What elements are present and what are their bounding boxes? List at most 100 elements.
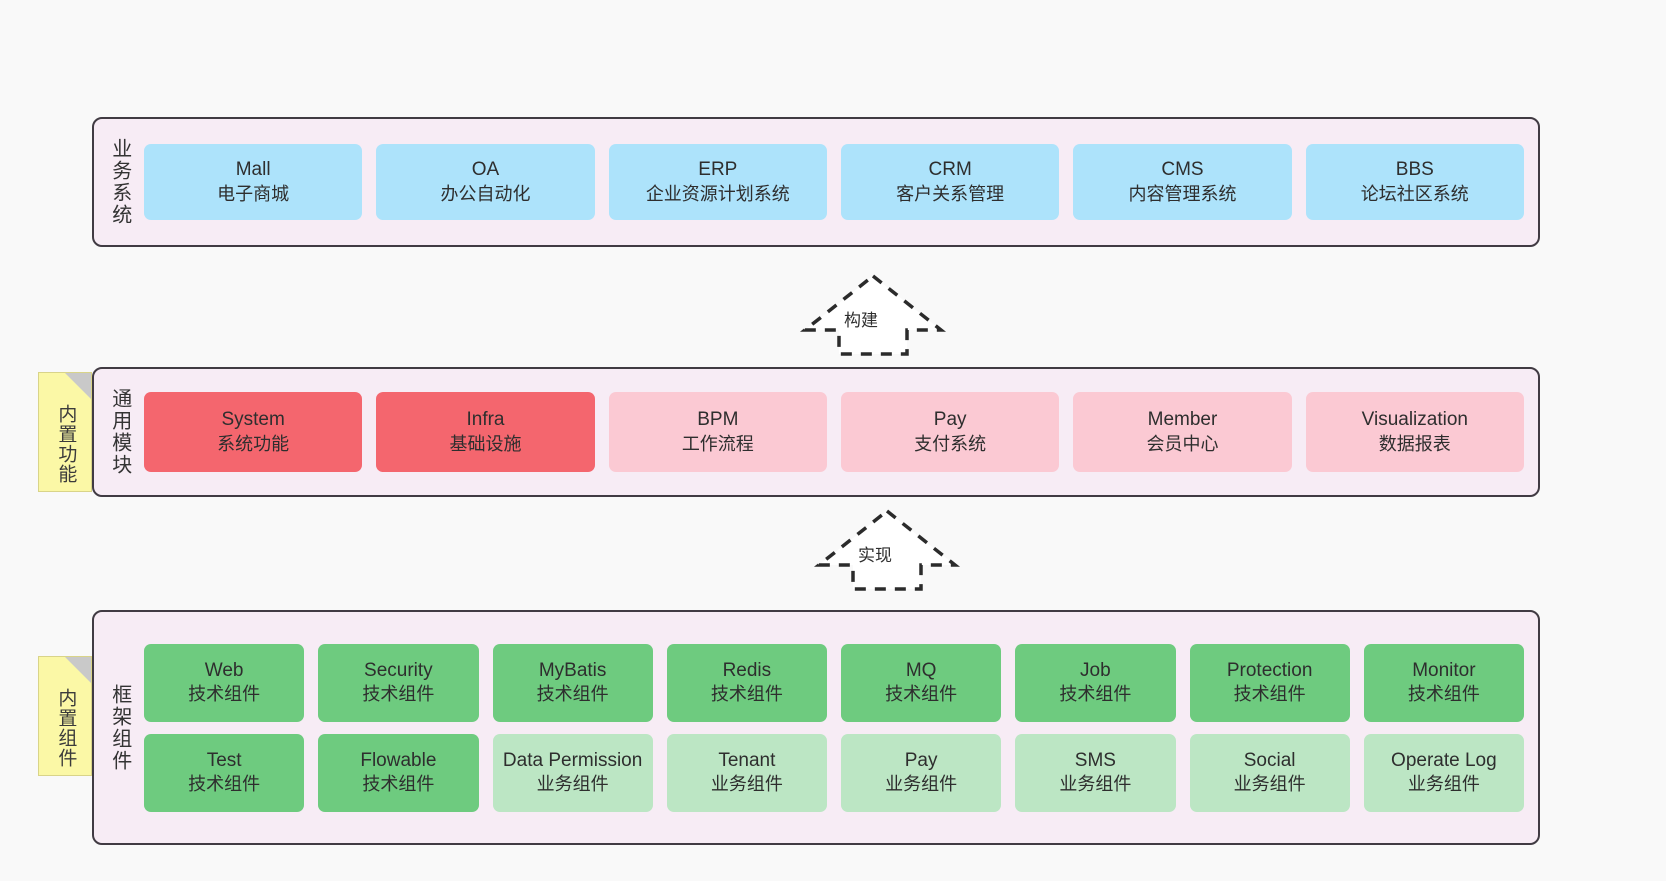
connector-implement: 实现 (812, 505, 962, 593)
node-title: OA (471, 159, 500, 181)
node-title: Web (204, 659, 244, 681)
node-operate-log[interactable]: Operate Log 业务组件 (1363, 733, 1524, 812)
node-web[interactable]: Web 技术组件 (144, 643, 305, 722)
node-subtitle: 技术组件 (188, 684, 261, 705)
node-mybatis[interactable]: MyBatis 技术组件 (492, 643, 653, 722)
node-system[interactable]: System 系统功能 (144, 392, 363, 472)
node-mall[interactable]: Mall 电子商城 (144, 144, 363, 220)
node-title: SMS (1074, 749, 1116, 771)
node-subtitle: 电子商城 (217, 183, 290, 204)
node-security[interactable]: Security 技术组件 (318, 643, 479, 722)
node-title: Protection (1226, 659, 1313, 681)
node-pay-module[interactable]: Pay 支付系统 (840, 392, 1060, 472)
node-title: Member (1147, 409, 1218, 431)
node-subtitle: 业务组件 (885, 774, 958, 795)
node-visualization[interactable]: Visualization 数据报表 (1305, 392, 1524, 472)
node-title: MyBatis (538, 659, 607, 681)
node-title: Social (1243, 749, 1296, 771)
node-member[interactable]: Member 会员中心 (1073, 392, 1292, 472)
node-erp[interactable]: ERP 企业资源计划系统 (608, 144, 827, 220)
node-title: Pay (933, 409, 967, 431)
node-subtitle: 办公自动化 (440, 183, 531, 204)
node-tenant[interactable]: Tenant 业务组件 (666, 733, 827, 812)
node-mq[interactable]: MQ 技术组件 (841, 643, 1002, 722)
node-social[interactable]: Social 业务组件 (1189, 733, 1350, 812)
layer-business-systems: 业务系统 Mall 电子商城 OA 办公自动化 ERP 企业资源计划系统 CRM… (92, 117, 1540, 247)
sticky-note-builtin-features: 内置功能 (38, 372, 92, 492)
sticky-note-label: 内置组件 (55, 688, 77, 768)
node-title: CRM (928, 159, 972, 181)
node-subtitle: 客户关系管理 (896, 183, 1005, 204)
node-subtitle: 支付系统 (914, 433, 987, 454)
layer-cells-framework-components: Web 技术组件 Security 技术组件 MyBatis 技术组件 Redi… (138, 612, 1538, 843)
node-flowable[interactable]: Flowable 技术组件 (318, 733, 479, 812)
node-subtitle: 技术组件 (710, 684, 783, 705)
node-title: CMS (1161, 159, 1204, 181)
node-subtitle: 基础设施 (449, 433, 522, 454)
cell-row: System 系统功能 Infra 基础设施 BPM 工作流程 Pay 支付系统… (144, 392, 1524, 472)
node-oa[interactable]: OA 办公自动化 (376, 144, 595, 220)
node-subtitle: 技术组件 (362, 684, 435, 705)
node-title: BPM (697, 409, 739, 431)
node-data-permission[interactable]: Data Permission 业务组件 (492, 733, 653, 812)
node-pay-component[interactable]: Pay 业务组件 (841, 733, 1002, 812)
node-title: Redis (722, 659, 772, 681)
layer-cells-business-systems: Mall 电子商城 OA 办公自动化 ERP 企业资源计划系统 CRM 客户关系… (138, 119, 1538, 245)
cell-row: Test 技术组件 Flowable 技术组件 Data Permission … (144, 733, 1524, 812)
node-subtitle: 技术组件 (188, 774, 261, 795)
layer-framework-components: 框架组件 Web 技术组件 Security 技术组件 MyBatis 技术组件… (92, 610, 1540, 845)
node-subtitle: 业务组件 (710, 774, 783, 795)
node-title: Security (364, 659, 433, 681)
node-infra[interactable]: Infra 基础设施 (376, 392, 595, 472)
dashed-up-arrow-icon (813, 508, 961, 591)
node-title: Test (206, 749, 242, 771)
node-subtitle: 企业资源计划系统 (645, 183, 790, 204)
connector-label-build: 构建 (844, 311, 878, 330)
node-subtitle: 会员中心 (1146, 433, 1219, 454)
node-bpm[interactable]: BPM 工作流程 (608, 392, 827, 472)
node-subtitle: 内容管理系统 (1128, 183, 1237, 204)
node-subtitle: 论坛社区系统 (1360, 183, 1469, 204)
layer-title-framework-components: 框架组件 (108, 683, 131, 772)
node-bbs[interactable]: BBS 论坛社区系统 (1305, 144, 1524, 220)
sticky-note-label: 内置功能 (55, 404, 77, 484)
node-subtitle: 数据报表 (1378, 433, 1451, 454)
node-protection[interactable]: Protection 技术组件 (1189, 643, 1350, 722)
node-title: Data Permission (502, 749, 643, 771)
dashed-up-arrow-icon (799, 273, 947, 356)
node-subtitle: 业务组件 (1407, 774, 1480, 795)
node-crm[interactable]: CRM 客户关系管理 (840, 144, 1060, 220)
node-title: MQ (905, 659, 937, 681)
node-subtitle: 工作流程 (681, 433, 754, 454)
node-monitor[interactable]: Monitor 技术组件 (1363, 643, 1524, 722)
node-title: Mall (235, 159, 271, 181)
layer-title-common-modules: 通用模块 (108, 388, 131, 476)
node-redis[interactable]: Redis 技术组件 (666, 643, 827, 722)
node-sms[interactable]: SMS 业务组件 (1015, 733, 1176, 812)
node-title: ERP (698, 159, 738, 181)
node-cms[interactable]: CMS 内容管理系统 (1073, 144, 1292, 220)
node-subtitle: 业务组件 (1233, 774, 1306, 795)
node-title: Monitor (1412, 659, 1476, 681)
layer-cells-common-modules: System 系统功能 Infra 基础设施 BPM 工作流程 Pay 支付系统… (138, 369, 1538, 495)
node-subtitle: 业务组件 (1059, 774, 1132, 795)
node-subtitle: 技术组件 (536, 684, 609, 705)
node-subtitle: 技术组件 (1059, 684, 1132, 705)
node-test[interactable]: Test 技术组件 (144, 733, 305, 812)
node-title: Infra (466, 409, 505, 431)
node-subtitle: 技术组件 (362, 774, 435, 795)
connector-label-implement: 实现 (858, 546, 892, 565)
node-subtitle: 系统功能 (217, 433, 290, 454)
node-title: Pay (904, 749, 938, 771)
node-title: Visualization (1361, 409, 1468, 431)
node-subtitle: 技术组件 (1233, 684, 1306, 705)
connector-build: 构建 (798, 270, 948, 358)
folded-corner-icon (65, 657, 91, 683)
node-job[interactable]: Job 技术组件 (1015, 643, 1176, 722)
node-title: System (221, 409, 285, 431)
node-subtitle: 业务组件 (536, 774, 609, 795)
node-title: BBS (1395, 159, 1434, 181)
folded-corner-icon (65, 373, 91, 399)
layer-title-business-systems: 业务系统 (108, 138, 131, 226)
